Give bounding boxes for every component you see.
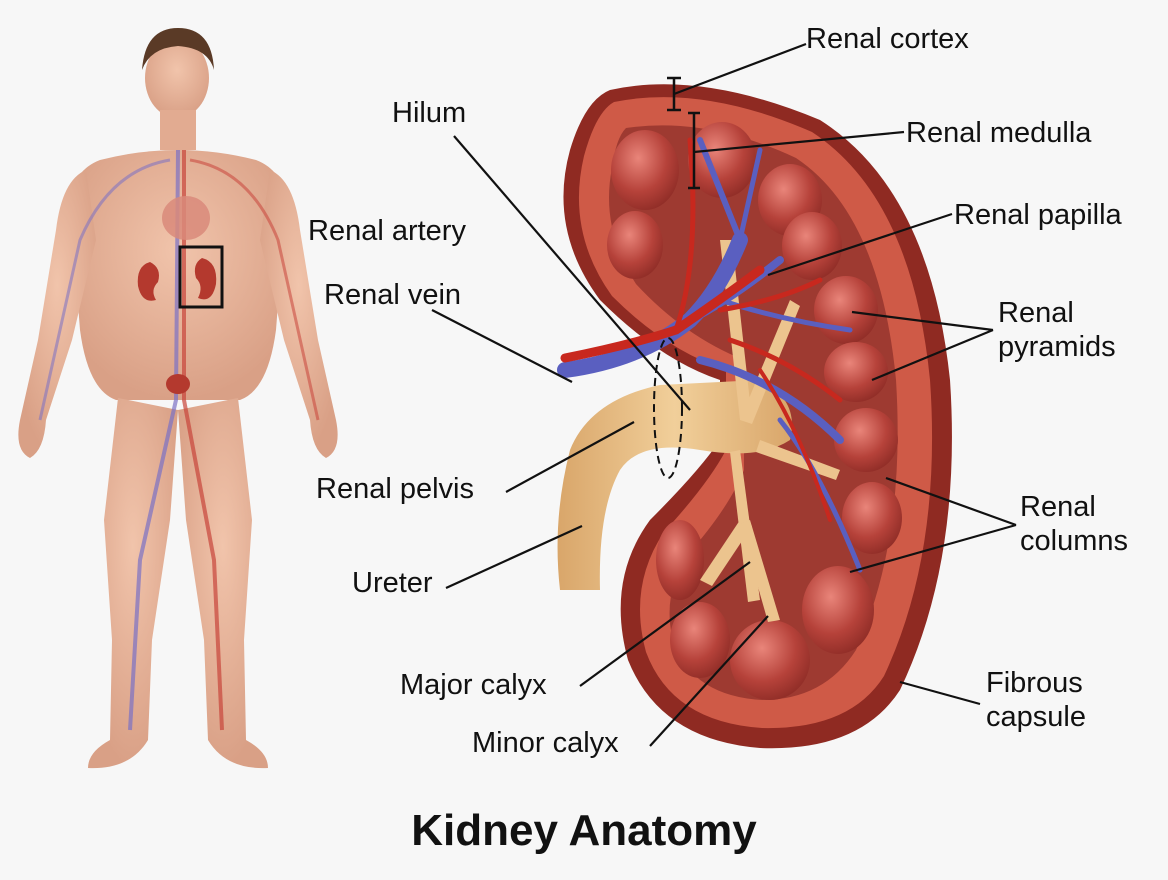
span-markers: [667, 76, 700, 190]
label-renal-columns: Renal columns: [1020, 490, 1128, 558]
label-fibrous-capsule-line2: capsule: [986, 701, 1086, 733]
label-renal-columns-line2: columns: [1020, 525, 1128, 557]
label-renal-columns-line1: Renal: [1020, 491, 1096, 523]
label-renal-pyramids-line2: pyramids: [998, 331, 1116, 363]
label-major-calyx: Major calyx: [400, 669, 547, 701]
kidney-cross-section: [557, 76, 952, 749]
label-renal-cortex: Renal cortex: [806, 23, 969, 55]
label-ureter: Ureter: [352, 567, 433, 599]
label-fibrous-capsule-line1: Fibrous: [986, 667, 1083, 699]
highlight-box: [178, 245, 224, 309]
renal-artery-branches: [560, 137, 843, 522]
label-renal-pelvis: Renal pelvis: [316, 473, 474, 505]
human-body-figure: [18, 28, 338, 769]
label-renal-vein: Renal vein: [324, 279, 462, 311]
label-renal-artery: Renal artery: [308, 215, 466, 247]
hilum-outline: [653, 337, 683, 479]
label-hilum: Hilum: [392, 97, 467, 129]
label-renal-pyramids-line1: Renal: [998, 297, 1074, 329]
label-fibrous-capsule: Fibrous capsule: [986, 666, 1086, 734]
label-renal-pyramids: Renal pyramids: [998, 296, 1116, 364]
label-renal-papilla: Renal papilla: [954, 199, 1122, 231]
label-renal-medulla: Renal medulla: [906, 117, 1092, 149]
diagram-title: Kidney Anatomy: [411, 806, 757, 855]
renal-pyramids: [607, 122, 902, 700]
leader-lines: [431, 42, 1017, 747]
label-minor-calyx: Minor calyx: [472, 727, 619, 759]
